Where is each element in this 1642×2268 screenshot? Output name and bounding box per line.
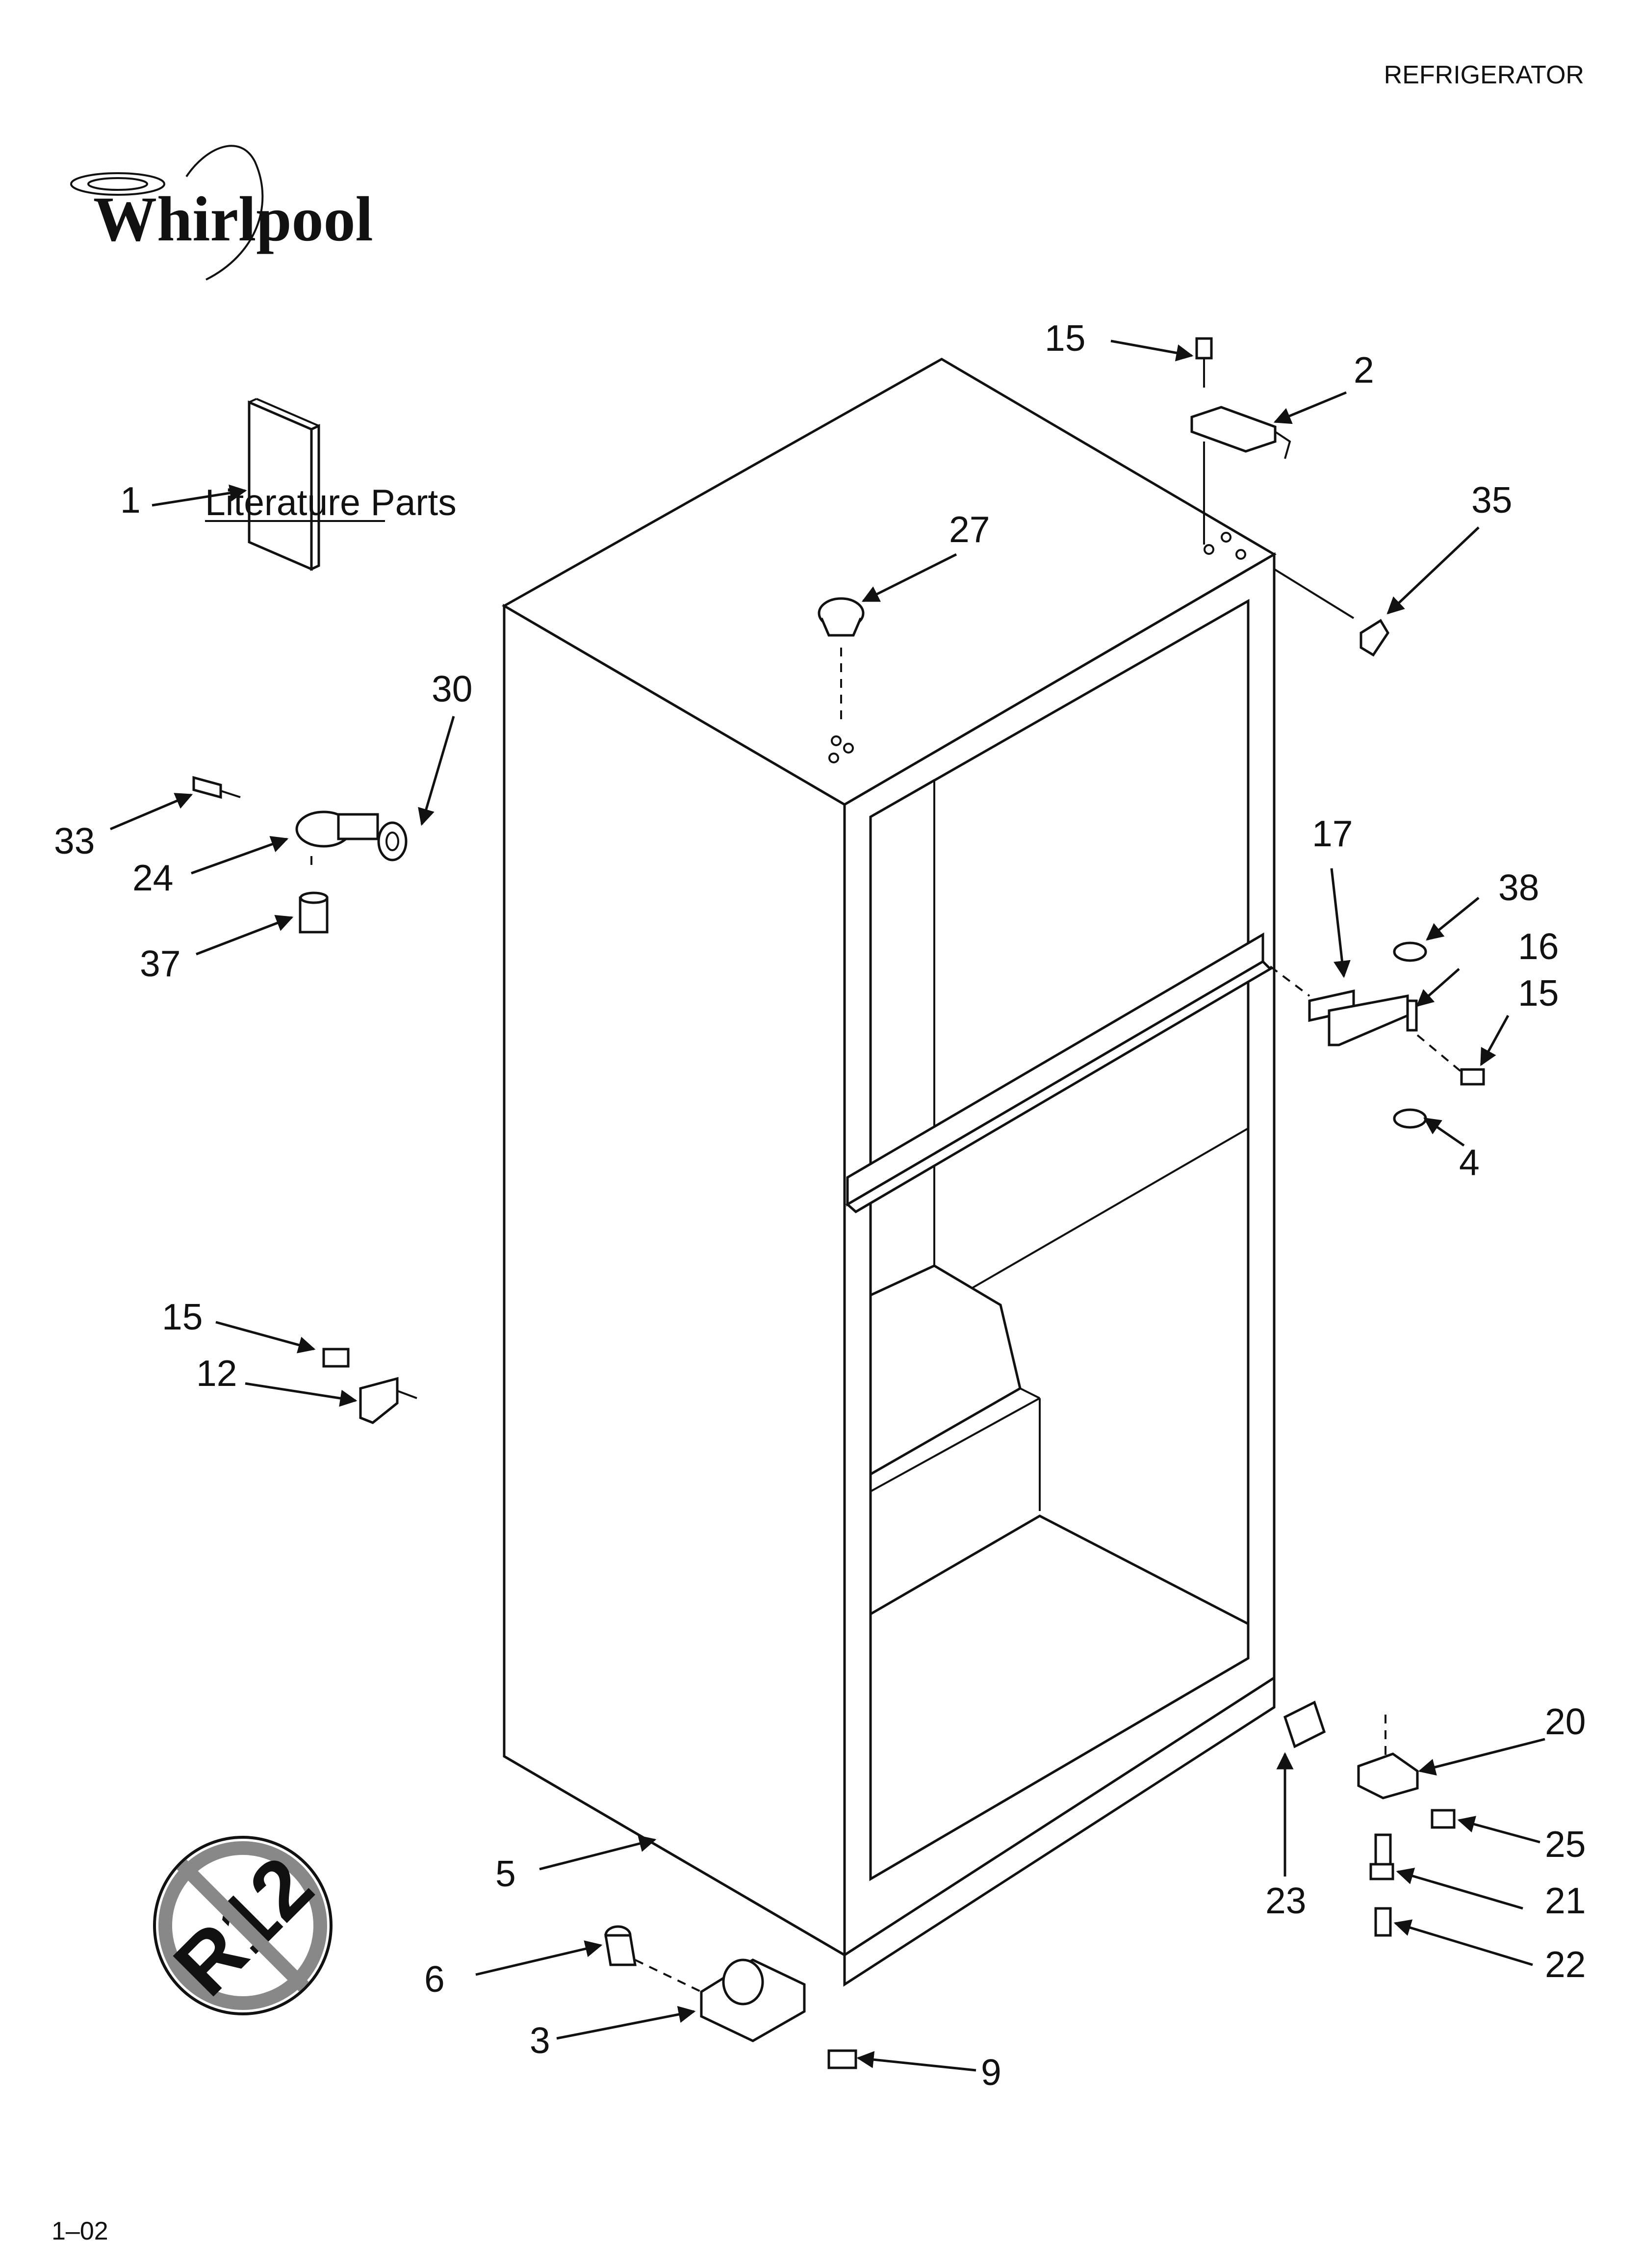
hinge-pin-assembly [192,776,408,934]
footer-date-code: 1–02 [51,2217,108,2245]
callout-33: 33 [54,820,95,861]
callout-12: 12 [196,1353,237,1394]
callout-labels: 1 15 2 35 27 30 33 24 37 17 38 16 15 4 1… [54,317,1586,2093]
part-35 [1360,619,1389,657]
callout-4: 4 [1459,1142,1480,1183]
callout-2: 2 [1354,349,1374,391]
refrigerator-cabinet [501,358,1277,1987]
callout-25: 25 [1545,1824,1586,1865]
callout-30: 30 [432,668,472,709]
callout-20: 20 [1545,1701,1586,1742]
callout-38: 38 [1498,867,1539,908]
callout-17: 17 [1312,813,1353,854]
middle-hinge [1269,941,1485,1129]
callout-5: 5 [495,1853,516,1894]
callout-16: 16 [1518,926,1559,967]
page-category: REFRIGERATOR [1384,61,1584,89]
callout-35: 35 [1471,479,1512,521]
callout-22: 22 [1545,1944,1586,1985]
callout-1: 1 [120,479,141,521]
callout-3: 3 [530,2020,550,2061]
roller-screw-icon [827,2049,857,2069]
callout-21: 21 [1545,1880,1586,1921]
callout-6: 6 [424,1958,445,2000]
callout-23: 23 [1265,1880,1306,1921]
callout-27: 27 [949,509,990,550]
logo-wordmark: Whirlpool [93,184,373,255]
callout-9: 9 [981,2052,1001,2093]
whirlpool-logo: Whirlpool [70,145,373,281]
top-hinge [1190,337,1291,545]
bottom-roller-assembly [604,1925,857,2069]
callout-15-middle: 15 [1518,972,1559,1014]
callout-arrows [110,339,1545,2072]
door-stop [322,1348,417,1424]
hinge-screw-icon [1460,1068,1485,1086]
callout-24: 24 [132,857,173,898]
hinge-screw-icon [1195,337,1213,360]
literature-parts-caption: Literature Parts [205,482,457,523]
callout-15-top: 15 [1045,317,1085,359]
logo-swirl-icon [70,172,165,196]
no-r12-badge: R12 [153,1836,333,2015]
plug-button-27 [818,597,865,726]
bottom-right-hinge [1283,1700,1456,1937]
callout-37: 37 [140,943,180,984]
callout-15-left: 15 [162,1296,203,1337]
literature-parts-booklet [248,398,320,571]
